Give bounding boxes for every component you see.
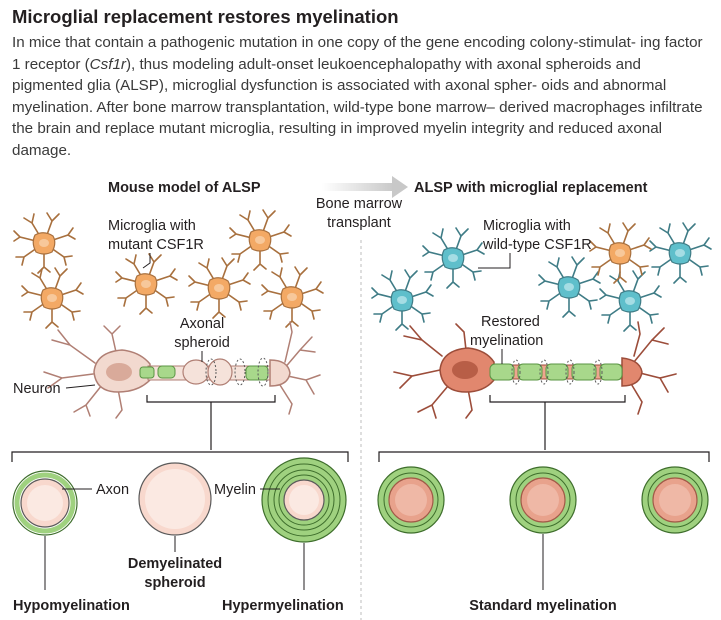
mutant-microglia-cell bbox=[261, 266, 324, 328]
wildtype-microglia-cell bbox=[538, 256, 601, 318]
hypomyelination-label: Hypomyelination bbox=[13, 598, 130, 614]
gene-name: Csf1r bbox=[89, 55, 126, 73]
wildtype-microglia-cell bbox=[371, 269, 434, 331]
left-bracket bbox=[11, 395, 349, 462]
mutant-microglia-cell bbox=[115, 253, 178, 315]
transplant-arrow bbox=[322, 176, 408, 198]
figure-title: Microglial replacement restores myelinat… bbox=[12, 6, 399, 27]
wildtype-microglia-label-line1: Microglia with bbox=[483, 218, 571, 234]
demyelinated-label-line2: spheroid bbox=[144, 575, 205, 591]
wildtype-microglia-cell bbox=[422, 227, 485, 289]
restored-myelination-label-line1: Restored bbox=[481, 314, 540, 330]
myelin-label: Myelin bbox=[214, 482, 256, 498]
mutant-microglia-label-line1: Microglia with bbox=[108, 218, 196, 234]
wildtype-microglia-cell bbox=[649, 222, 712, 284]
axon-label: Axon bbox=[96, 482, 129, 498]
demyelinated-label-line1: Demyelinated bbox=[128, 556, 222, 572]
standard-myelination-label: Standard myelination bbox=[469, 598, 616, 614]
wildtype-microglia-cell bbox=[599, 270, 662, 332]
standard-myelination-cross-section bbox=[509, 466, 577, 534]
neuron-label: Neuron bbox=[13, 381, 61, 397]
wildtype-microglia-label-line2: wild-type CSF1R bbox=[482, 237, 592, 253]
neuron-left bbox=[43, 321, 321, 419]
left-panel-header: Mouse model of ALSP bbox=[108, 180, 261, 196]
transplant-label-line1: Bone marrow bbox=[316, 196, 403, 212]
mutant-microglia-cell bbox=[13, 212, 76, 274]
standard-myelination-cross-section bbox=[641, 466, 709, 534]
standard-myelination-cross-section bbox=[377, 466, 445, 534]
axonal-spheroid-label-line1: Axonal bbox=[180, 316, 224, 332]
neuron-pointer bbox=[65, 384, 96, 389]
right-bracket bbox=[378, 395, 710, 462]
mutant-microglia-pointer bbox=[142, 253, 151, 269]
neuron-right bbox=[393, 321, 677, 419]
mutant-microglia-label-line2: mutant CSF1R bbox=[108, 237, 204, 253]
mutant-microglia-cell bbox=[21, 267, 84, 329]
mutant-microglia-cell bbox=[589, 222, 652, 284]
hypomyelination-cross-section bbox=[12, 470, 78, 536]
wildtype-microglia-pointer bbox=[478, 253, 511, 269]
right-panel-header: ALSP with microglial replacement bbox=[414, 180, 648, 196]
axonal-spheroid-label-line2: spheroid bbox=[174, 335, 230, 351]
figure-description: In mice that contain a pathogenic mutati… bbox=[12, 34, 703, 159]
mutant-microglia-cell bbox=[229, 209, 292, 271]
hypermyelination-cross-section bbox=[261, 457, 347, 543]
transplant-label-line2: transplant bbox=[327, 215, 391, 231]
hypermyelination-label: Hypermyelination bbox=[222, 598, 344, 614]
restored-myelination-label-line2: myelination bbox=[470, 333, 543, 349]
mutant-microglia-cell bbox=[188, 257, 251, 319]
demyelinated-spheroid-cross-section bbox=[138, 462, 212, 536]
